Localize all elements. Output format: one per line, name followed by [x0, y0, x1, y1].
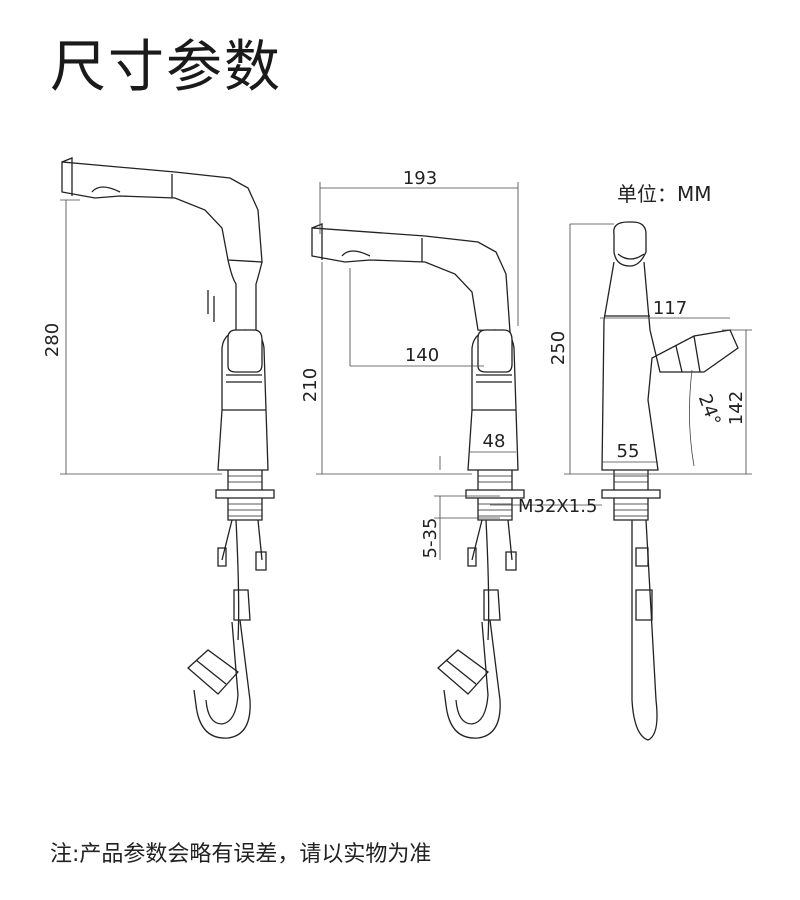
dim-48: 48 — [483, 431, 506, 452]
dim-thread: M32X1.5 — [518, 496, 597, 517]
footnote: 注:产品参数会略有误差，请以实物为准 — [50, 842, 432, 867]
page-title: 尺寸参数 — [50, 35, 282, 100]
faucet-view-side — [311, 223, 525, 739]
dim-height-total — [60, 199, 222, 475]
dim-55: 55 — [617, 441, 640, 462]
faucet-view-right — [601, 221, 739, 741]
dim-lines-right — [564, 223, 752, 475]
dim-193: 193 — [403, 168, 437, 189]
dim-lines-side — [316, 182, 602, 560]
dim-210: 210 — [300, 368, 321, 402]
dim-140: 140 — [405, 345, 439, 366]
dim-280: 280 — [42, 323, 63, 357]
unit-label: 单位：MM — [617, 182, 712, 206]
faucet-view-front — [61, 157, 275, 739]
dim-142: 142 — [726, 391, 747, 425]
dim-250: 250 — [548, 331, 569, 365]
dim-117: 117 — [653, 298, 687, 319]
dim-angle: 24° — [694, 392, 725, 429]
dim-5-35: 5-35 — [420, 518, 441, 559]
